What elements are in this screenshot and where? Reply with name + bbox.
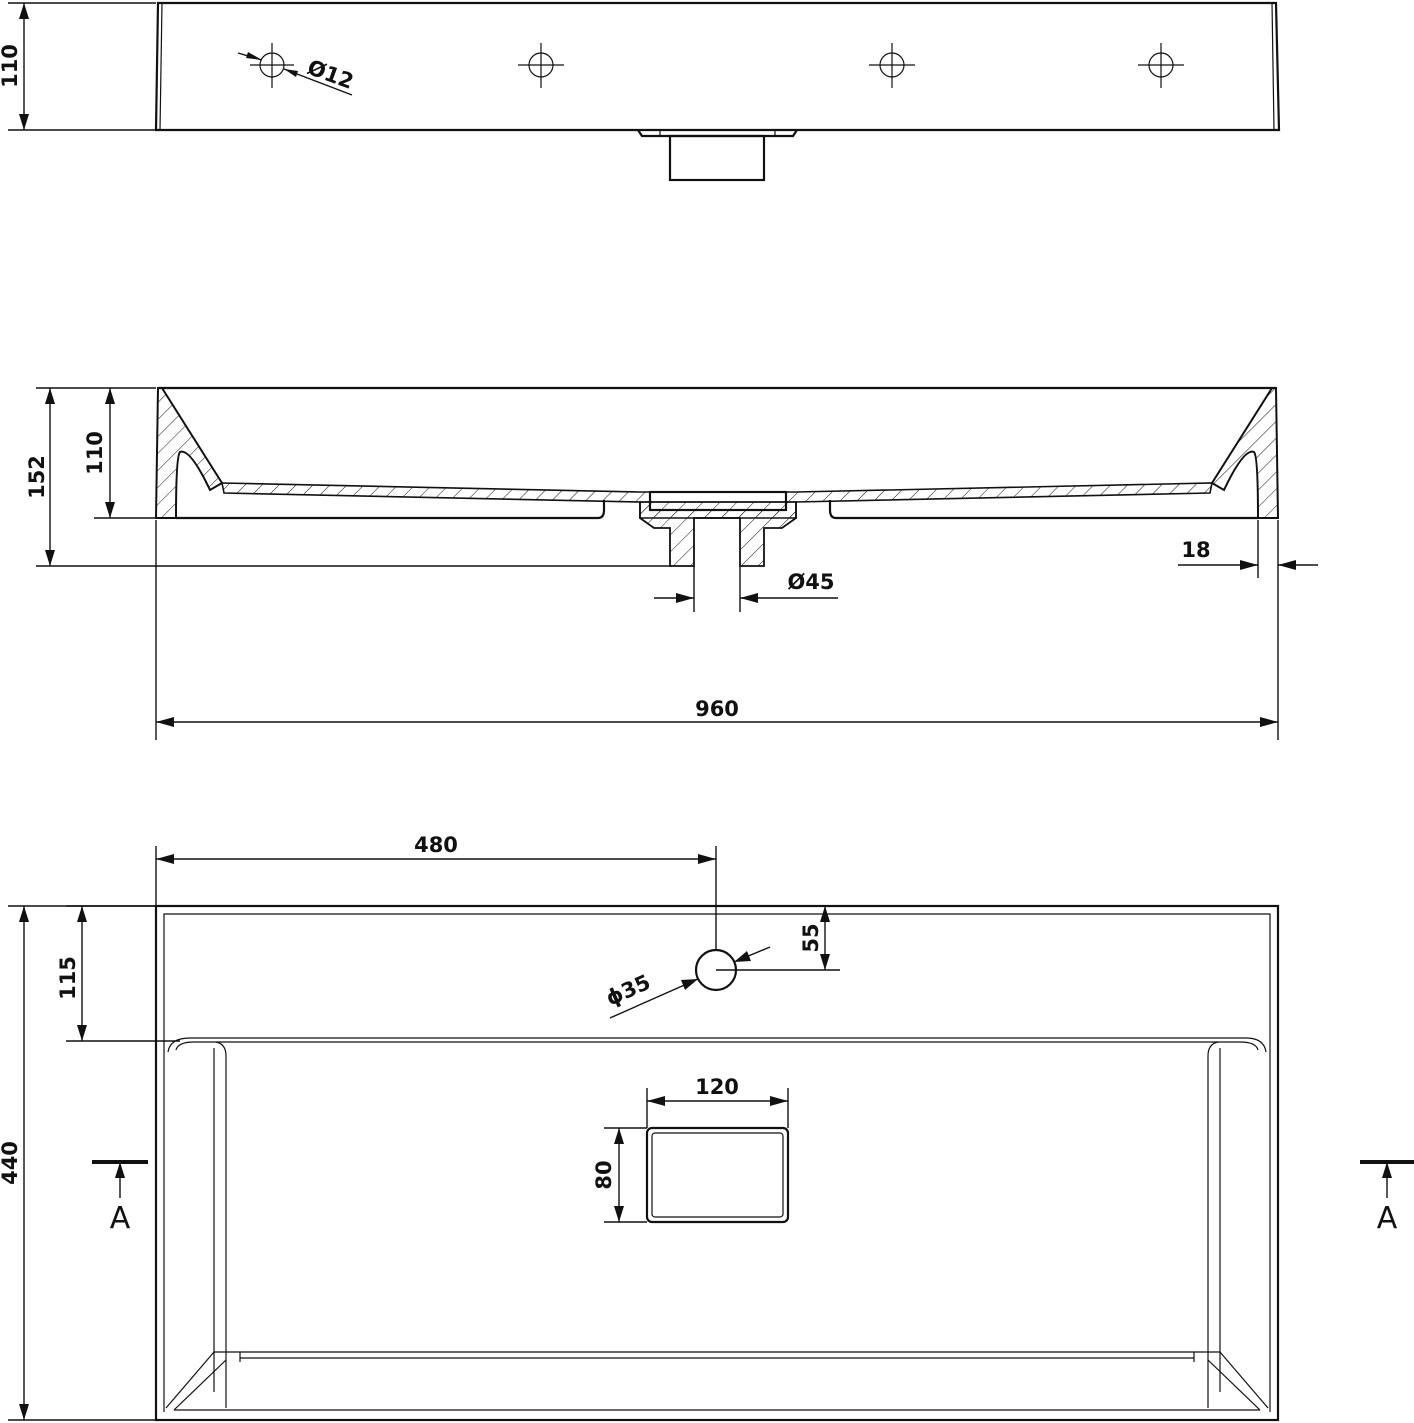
tap-hole-offset-label: 480 [414, 833, 458, 857]
depth-label: 440 [0, 1141, 22, 1185]
plan-view: 480 55 115 440 ϕ35 120 [0, 833, 1414, 1422]
drain-cover-width-label: 120 [695, 1075, 739, 1099]
section-view: 152 110 18 Ø45 960 [25, 386, 1318, 740]
tap-hole-3 [869, 43, 915, 88]
tap-hole-2 [518, 43, 564, 88]
wall-thickness-label: 18 [1181, 538, 1210, 562]
drain-cover-height-label: 80 [592, 1160, 616, 1189]
rear-elevation-view: Ø12 110 [0, 1, 1281, 182]
tap-hole-1 [250, 43, 294, 88]
rim-depth-label: 115 [56, 956, 80, 1000]
section-marker-right-label: A [1377, 1201, 1398, 1236]
tap-hole-4 [1138, 43, 1184, 88]
width-label: 960 [695, 697, 739, 721]
basin-depth-label: 110 [83, 431, 107, 475]
top-view-height-label: 110 [0, 44, 22, 88]
drain-cover [645, 1126, 790, 1224]
total-height-label: 152 [25, 455, 49, 499]
overflow-diameter-label: ϕ35 [602, 970, 654, 1011]
overflow-offset-label: 55 [799, 923, 823, 952]
section-marker-right: A [1360, 1160, 1414, 1236]
drain-diameter-label: Ø45 [787, 570, 834, 594]
tap-hole-diameter-label: Ø12 [304, 55, 356, 94]
section-marker-left: A [92, 1160, 148, 1236]
section-marker-left-label: A [110, 1201, 131, 1236]
